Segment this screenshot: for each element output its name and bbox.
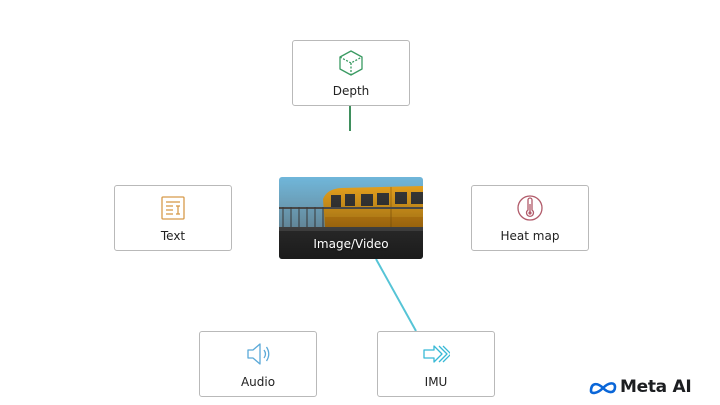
- motion-arrows-icon: [423, 345, 450, 363]
- node-audio-label: Audio: [240, 375, 276, 389]
- link-image-imu: [375, 258, 417, 332]
- document-icon: [161, 196, 185, 220]
- node-text-label: Text: [160, 229, 186, 243]
- node-audio: Audio: [199, 331, 317, 397]
- speaker-icon: [247, 343, 270, 365]
- node-depth-label: Depth: [332, 84, 370, 98]
- train-photo: [279, 177, 423, 259]
- node-image-video: Image/Video: [279, 177, 423, 259]
- cube-icon: [339, 50, 363, 76]
- meta-ai-brand: Meta AI: [589, 377, 692, 397]
- meta-logo-icon: [589, 381, 617, 394]
- node-text: Text: [114, 185, 232, 251]
- node-heat-map: Heat map: [471, 185, 589, 251]
- node-imu: IMU: [377, 331, 495, 397]
- node-depth: Depth: [292, 40, 410, 106]
- brand-text: Meta AI: [620, 377, 692, 397]
- node-image-video-label: Image/Video: [313, 237, 389, 251]
- node-imu-label: IMU: [424, 375, 448, 389]
- node-heat-map-label: Heat map: [500, 229, 560, 243]
- thermometer-icon: [517, 195, 543, 221]
